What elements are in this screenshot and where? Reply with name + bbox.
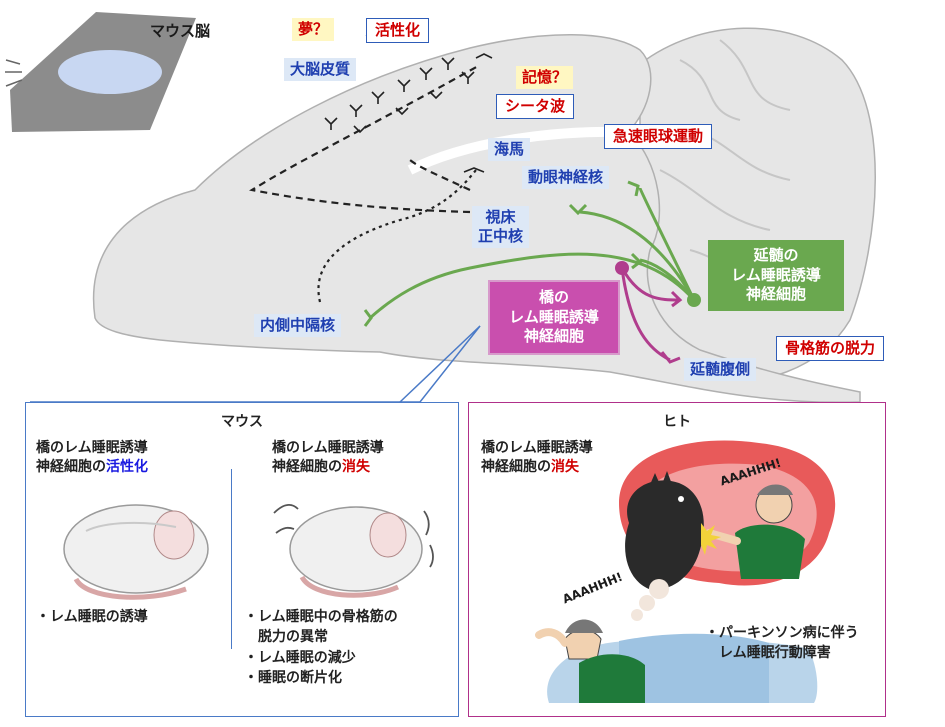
oculomotor-label: 動眼神経核 xyxy=(522,166,610,189)
mouse-right-heading: 橋のレム睡眠誘導 神経細胞の消失 xyxy=(272,439,384,477)
pons-neuron-dot xyxy=(615,261,629,275)
mouse-left-bullets: ・レム睡眠の誘導 xyxy=(36,607,148,627)
dream-label: 夢？ xyxy=(292,18,335,41)
cortex-terminals xyxy=(324,53,493,173)
mouse-left-prefix: 神経細胞の xyxy=(36,458,106,475)
mouse-panel: マウス 橋のレム睡眠誘導 神経細胞の活性化 橋のレム睡眠誘導 神経細胞の消失 xyxy=(25,402,459,717)
mouse-right-loss: 消失 xyxy=(342,458,370,475)
mouse-right-bullet-3: ・レム睡眠の減少 xyxy=(244,649,356,666)
mouse-brain-label: マウス脳 xyxy=(150,22,211,40)
mouse-right-line1: 橋のレム睡眠誘導 xyxy=(272,440,384,456)
human-line1: 橋のレム睡眠誘導 xyxy=(481,440,593,456)
sleeping-mice-illustration xyxy=(63,504,434,600)
human-line2: 神経細胞の消失 xyxy=(481,458,593,477)
panel-divider xyxy=(231,469,232,649)
mouse-left-image xyxy=(63,504,209,600)
dotted-pathway xyxy=(317,169,477,303)
mouse-right-line2: 神経細胞の消失 xyxy=(272,458,384,477)
mouse-right-bullet-2: 脱力の異常 xyxy=(244,629,328,646)
mouse-panel-title: マウス xyxy=(221,414,263,430)
thalamus-line2: 正中核 xyxy=(478,226,524,245)
thalamus-line1: 視床 xyxy=(485,208,516,226)
green-projections xyxy=(363,180,696,327)
medulla-line2: レム睡眠誘導 xyxy=(731,265,821,284)
zoom-line-right xyxy=(399,325,481,403)
human-panel: ヒト 橋のレム睡眠誘導 神経細胞の消失 xyxy=(468,402,886,717)
mouse-left-heading: 橋のレム睡眠誘導 神経細胞の活性化 xyxy=(36,439,148,477)
bed-scene xyxy=(535,619,818,703)
hippocampus-label: 海馬 xyxy=(488,138,531,161)
thought-bubbles xyxy=(631,579,669,621)
human-heading: 橋のレム睡眠誘導 神経細胞の消失 xyxy=(481,439,593,477)
pons-neurons-box: 橋の レム睡眠誘導 神経細胞 xyxy=(488,280,620,355)
mouse-right-bullet-1: ・レム睡眠中の骨格筋の xyxy=(244,609,398,625)
mouse-left-line2: 神経細胞の活性化 xyxy=(36,458,148,477)
memory-label: 記憶？ xyxy=(516,66,574,89)
human-bullets: ・パーキンソン病に伴う レム睡眠行動障害 xyxy=(705,623,859,664)
mouse-right-bullets: ・レム睡眠中の骨格筋の 脱力の異常 ・レム睡眠の減少 ・睡眠の断片化 xyxy=(244,607,398,688)
godzilla-figure xyxy=(625,471,704,590)
mouse-right-prefix: 神経細胞の xyxy=(272,458,342,475)
human-loss: 消失 xyxy=(551,458,579,475)
rem-callout: 急速眼球運動 xyxy=(604,124,713,149)
medulla-neurons-box: 延髄の レム睡眠誘導 神経細胞 xyxy=(708,240,844,311)
medulla-neuron-dot xyxy=(687,293,701,307)
theta-callout: シータ波 xyxy=(496,94,575,119)
mouse-left-bullet-1: ・レム睡眠の誘導 xyxy=(36,609,148,625)
ventral-medulla-label: 延髄腹側 xyxy=(684,358,757,381)
atonia-callout: 骨格筋の脱力 xyxy=(776,336,885,361)
dreaming-man-figure xyxy=(701,484,805,579)
mouse-right-image xyxy=(273,504,434,598)
human-bullet-2: レム睡眠行動障害 xyxy=(705,645,831,662)
human-bullet-1: ・パーキンソン病に伴う xyxy=(705,625,859,641)
dashed-pathways xyxy=(249,64,481,214)
magenta-projections xyxy=(620,267,683,364)
whiskers xyxy=(5,59,23,87)
thalamus-label: 視床 正中核 xyxy=(472,206,530,248)
human-panel-title: ヒト xyxy=(663,414,691,430)
human-prefix: 神経細胞の xyxy=(481,458,551,475)
pons-line1: 橋の xyxy=(538,288,569,306)
rbd-dream-illustration xyxy=(535,440,836,703)
mouse-left-activation: 活性化 xyxy=(106,458,148,475)
mouse-right-bullet-4: ・睡眠の断片化 xyxy=(244,669,342,686)
pons-line2: レム睡眠誘導 xyxy=(509,307,599,326)
pons-line3: 神経細胞 xyxy=(523,327,584,345)
medulla-line1: 延髄の xyxy=(753,246,799,264)
cerebellum xyxy=(639,27,876,383)
thumbnail-brain xyxy=(58,50,162,94)
septum-label: 内側中隔核 xyxy=(254,314,342,337)
mouse-left-line1: 橋のレム睡眠誘導 xyxy=(36,440,148,456)
activation-callout: 活性化 xyxy=(366,18,430,43)
medulla-line3: 神経細胞 xyxy=(745,285,806,303)
cortex-label: 大脳皮質 xyxy=(284,58,357,81)
